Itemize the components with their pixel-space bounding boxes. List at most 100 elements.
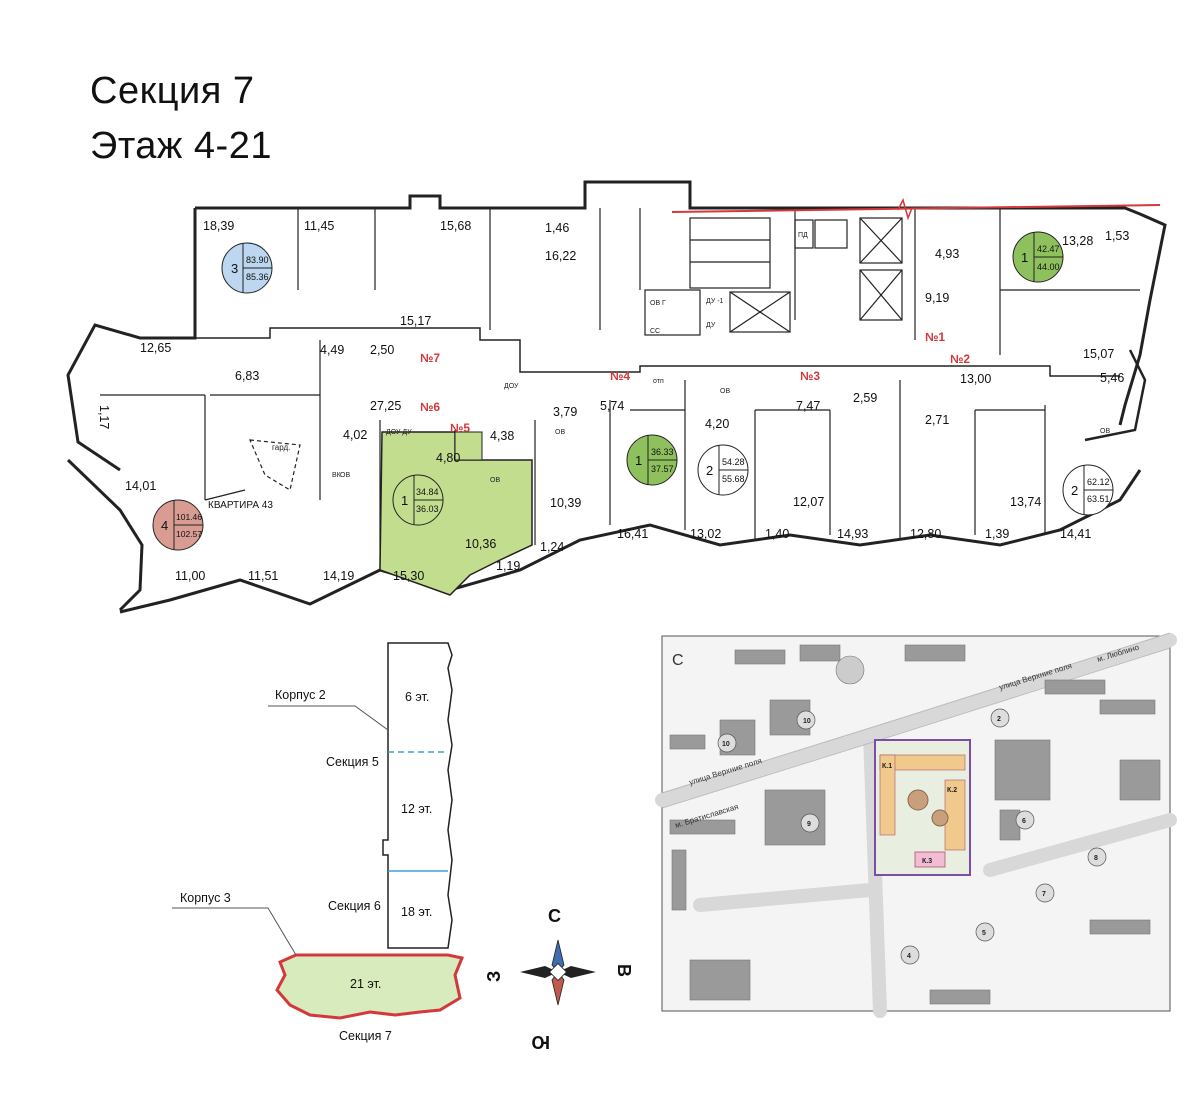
svg-text:55.68: 55.68 [722, 474, 745, 484]
svg-text:3: 3 [231, 261, 238, 276]
floors-12-label: 12 эт. [401, 802, 432, 816]
room-area: 4,38 [490, 429, 514, 443]
apartment-badge[interactable]: 2 54.28 55.68 [697, 444, 749, 496]
floor-title: Этаж 4-21 [90, 125, 272, 167]
room-area: 13,02 [690, 527, 721, 541]
apartment-badge[interactable]: 1 42.47 44.00 [1012, 231, 1064, 283]
compass-north: С [548, 906, 561, 926]
unit-number: №1 [925, 330, 945, 344]
room-area: 4,20 [705, 417, 729, 431]
section-6-label: Секция 6 [328, 899, 381, 913]
room-area: 11,00 [175, 569, 205, 583]
svg-text:44.00: 44.00 [1037, 262, 1060, 272]
svg-text:ОВ Г: ОВ Г [650, 300, 666, 307]
section-diagram: Корпус 2 Корпус 3 Секция 5 Секция 6 Секц… [172, 642, 465, 1043]
map-corpus-3: К.3 [922, 858, 932, 865]
svg-text:101.46: 101.46 [176, 512, 202, 522]
unit-number: №5 [450, 421, 470, 435]
room-area: 13,00 [960, 372, 991, 386]
room-area: 9,19 [925, 291, 949, 305]
room-area: 14,93 [837, 527, 868, 541]
apartment-badge[interactable]: 1 36.33 37.57 [626, 434, 678, 486]
floors-21-label: 21 эт. [350, 977, 381, 991]
room-area: 2,50 [370, 343, 394, 357]
svg-text:2: 2 [1071, 483, 1078, 498]
svg-text:ДУ: ДУ [706, 322, 716, 329]
svg-text:ОВ: ОВ [555, 429, 565, 436]
svg-text:ОВ: ОВ [340, 472, 350, 479]
svg-text:2: 2 [997, 716, 1001, 723]
map-corpus-2: К.2 [947, 787, 957, 794]
svg-text:34.84: 34.84 [416, 487, 439, 497]
apartment-43-label: КВАРТИРА 43 [208, 500, 273, 511]
room-area: 10,36 [465, 537, 496, 551]
floor-plan [66, 180, 1167, 614]
room-area: 11,45 [304, 219, 334, 233]
room-area: 6,83 [235, 369, 259, 383]
svg-text:37.57: 37.57 [651, 464, 674, 474]
svg-text:62.12: 62.12 [1087, 477, 1110, 487]
unit-number: №7 [420, 351, 440, 365]
svg-text:СС: СС [650, 328, 660, 335]
room-area: 15,07 [1083, 347, 1114, 361]
room-area: 7,47 [796, 399, 820, 413]
room-area-labels: 18,39 11,45 15,68 1,46 16,22 15,17 12,65… [97, 219, 1129, 583]
svg-text:2: 2 [706, 463, 713, 478]
room-area: 16,22 [545, 249, 576, 263]
room-area: 3,79 [553, 405, 577, 419]
svg-text:9: 9 [807, 821, 811, 828]
svg-text:1: 1 [635, 453, 642, 468]
corpus-3-label: Корпус 3 [180, 891, 231, 905]
svg-text:1: 1 [401, 493, 408, 508]
room-area: 15,17 [400, 314, 431, 328]
room-area: 5,46 [1100, 371, 1124, 385]
svg-text:ВК: ВК [332, 472, 342, 479]
section-7-label: Секция 7 [339, 1029, 392, 1043]
site-map: 2 6 8 7 5 4 9 10 10 К.1 К.2 К.3 улица Ве… [655, 632, 1177, 1018]
section-border-line [671, 204, 1161, 213]
apartment-badge[interactable]: 4 101.46 102.57 [152, 499, 204, 551]
unit-number: №6 [420, 400, 440, 414]
room-area: 1,46 [545, 221, 569, 235]
room-area: 2,59 [853, 391, 877, 405]
svg-text:4: 4 [161, 518, 168, 533]
section-5-label: Секция 5 [326, 755, 379, 769]
svg-text:10: 10 [803, 718, 811, 725]
room-area: 4,49 [320, 343, 344, 357]
svg-text:1: 1 [1021, 250, 1028, 265]
svg-text:4: 4 [907, 953, 911, 960]
room-area: 13,28 [1062, 234, 1093, 248]
room-area: 18,39 [203, 219, 234, 233]
room-area: 10,39 [550, 496, 581, 510]
room-area: 4,93 [935, 247, 959, 261]
apartment-badges: 3 83.90 85.36 1 42.47 44.00 4 101.46 102… [152, 231, 1114, 551]
room-area: 12,07 [793, 495, 824, 509]
compass-west: З [484, 971, 504, 982]
svg-text:63.51: 63.51 [1087, 494, 1110, 504]
map-corpus-1: К.1 [882, 763, 892, 770]
unit-number: №3 [800, 369, 820, 383]
unit-numbers: №1 №2 №3 №4 №5 №6 №7 [420, 330, 970, 435]
room-area: 14,41 [1060, 527, 1091, 541]
svg-text:10: 10 [722, 741, 730, 748]
svg-text:36.33: 36.33 [651, 447, 674, 457]
svg-text:7: 7 [1042, 891, 1046, 898]
room-area: 12,65 [140, 341, 171, 355]
room-area: 15,30 [393, 569, 424, 583]
apartment-badge[interactable]: 2 62.12 63.51 [1062, 464, 1114, 516]
wardrobe-label: гард. [272, 443, 290, 452]
room-area: 1,19 [496, 559, 520, 573]
svg-text:85.36: 85.36 [246, 272, 269, 282]
unit-number: №2 [950, 352, 970, 366]
room-area: 1,24 [540, 540, 564, 554]
apartment-badge[interactable]: 1 34.84 36.03 [392, 474, 444, 526]
svg-text:83.90: 83.90 [246, 255, 269, 265]
room-area: 14,19 [323, 569, 354, 583]
section-7-shape[interactable] [275, 953, 465, 1020]
room-area: 14,01 [125, 479, 156, 493]
svg-text:ДОУ: ДОУ [504, 383, 519, 390]
room-area: 12,80 [910, 527, 941, 541]
apartment-badge[interactable]: 3 83.90 85.36 [221, 242, 273, 294]
room-area: 2,71 [925, 413, 949, 427]
